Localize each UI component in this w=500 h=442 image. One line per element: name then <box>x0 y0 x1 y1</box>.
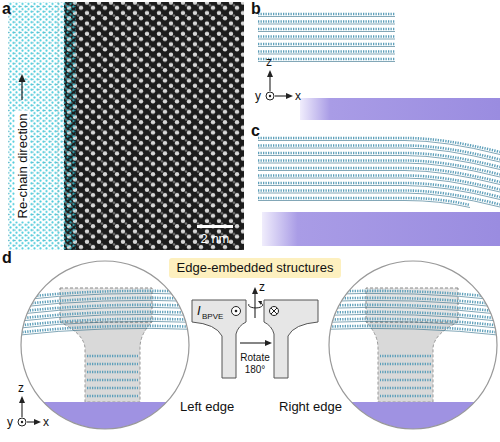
arrow-head <box>19 74 26 82</box>
chain <box>87 387 138 390</box>
chain <box>258 31 395 32</box>
into-plane-symbol <box>270 307 279 316</box>
dot <box>269 95 271 97</box>
chain <box>258 191 500 205</box>
out-of-plane-symbol <box>266 92 274 100</box>
panel-letter: c <box>251 123 260 139</box>
chain <box>258 24 395 25</box>
axis <box>275 95 287 96</box>
arrow-head <box>265 340 272 346</box>
axis <box>27 421 35 422</box>
direction-arrow <box>21 81 22 100</box>
chain <box>258 193 500 207</box>
substrate <box>262 212 500 246</box>
panel-letter: b <box>251 1 261 17</box>
chain <box>87 379 138 382</box>
chain <box>258 39 395 40</box>
zoom-content <box>15 255 205 442</box>
rotation-axis <box>254 293 255 318</box>
axis-label: x <box>43 416 49 428</box>
stem-image <box>8 2 244 250</box>
rotate-arrow <box>240 342 266 343</box>
chain <box>87 371 138 374</box>
axis-label: y <box>7 416 13 428</box>
zoom-circle <box>21 261 189 429</box>
chain <box>258 28 395 31</box>
flat-layers <box>258 14 500 120</box>
chain <box>258 35 395 38</box>
chain <box>258 201 470 208</box>
panel-letter: a <box>2 1 11 17</box>
panel-letter: d <box>2 250 12 266</box>
chain <box>258 20 395 23</box>
chain <box>258 198 470 205</box>
chain <box>258 50 395 53</box>
axis-label: z <box>18 382 24 394</box>
substrate <box>15 402 205 442</box>
chain <box>258 58 395 61</box>
boundary-line <box>58 2 59 250</box>
scale-bar <box>197 225 233 228</box>
chain <box>87 355 138 358</box>
arrow-head <box>267 70 273 77</box>
chain <box>15 328 200 335</box>
arrow-head <box>258 301 262 305</box>
dot <box>21 421 23 423</box>
chain <box>258 16 395 17</box>
current-subscript: BPVE <box>202 313 223 321</box>
chain <box>258 61 395 62</box>
atomic-model <box>8 2 76 250</box>
edge-label: Left edge <box>180 400 234 413</box>
edge-zoom-mirror <box>313 255 500 442</box>
flake-shape <box>192 300 246 378</box>
chain <box>258 46 395 47</box>
axis-label: z <box>259 281 265 293</box>
arrow-head <box>286 93 293 99</box>
embedded-flake <box>60 322 152 402</box>
chain <box>87 395 138 398</box>
title-box: Edge-embedded structures <box>169 258 342 278</box>
rotate-label: Rotate 180° <box>235 352 275 375</box>
chain <box>258 43 395 46</box>
out-of-plane-symbol <box>18 418 26 426</box>
flake-mirror <box>264 300 318 378</box>
arrow-head <box>19 396 25 403</box>
axis <box>269 76 270 91</box>
scale-label: 2 nm <box>201 232 230 245</box>
bent-layers <box>258 138 500 246</box>
stem-area <box>8 2 244 250</box>
axis-label: z <box>266 56 272 68</box>
current-symbol: I <box>197 304 201 317</box>
boundary-line <box>72 2 73 250</box>
chain <box>258 54 395 55</box>
box-text: Edge-embedded structures <box>177 260 334 275</box>
axis-caption: Re-chain direction <box>15 111 30 222</box>
axis-label: x <box>295 90 301 102</box>
axis <box>21 402 22 417</box>
arrow-head <box>252 287 258 294</box>
axis-label: y <box>255 90 261 102</box>
flake <box>192 300 246 378</box>
edge-label: Right edge <box>279 400 342 413</box>
chain <box>258 13 395 16</box>
arrow-head <box>34 419 41 425</box>
chain <box>87 363 138 366</box>
dot <box>235 310 238 313</box>
edge-zoom <box>15 255 205 442</box>
out-of-plane-symbol <box>232 307 241 316</box>
cross <box>271 308 277 314</box>
substrate <box>300 98 500 120</box>
chain <box>15 326 200 333</box>
